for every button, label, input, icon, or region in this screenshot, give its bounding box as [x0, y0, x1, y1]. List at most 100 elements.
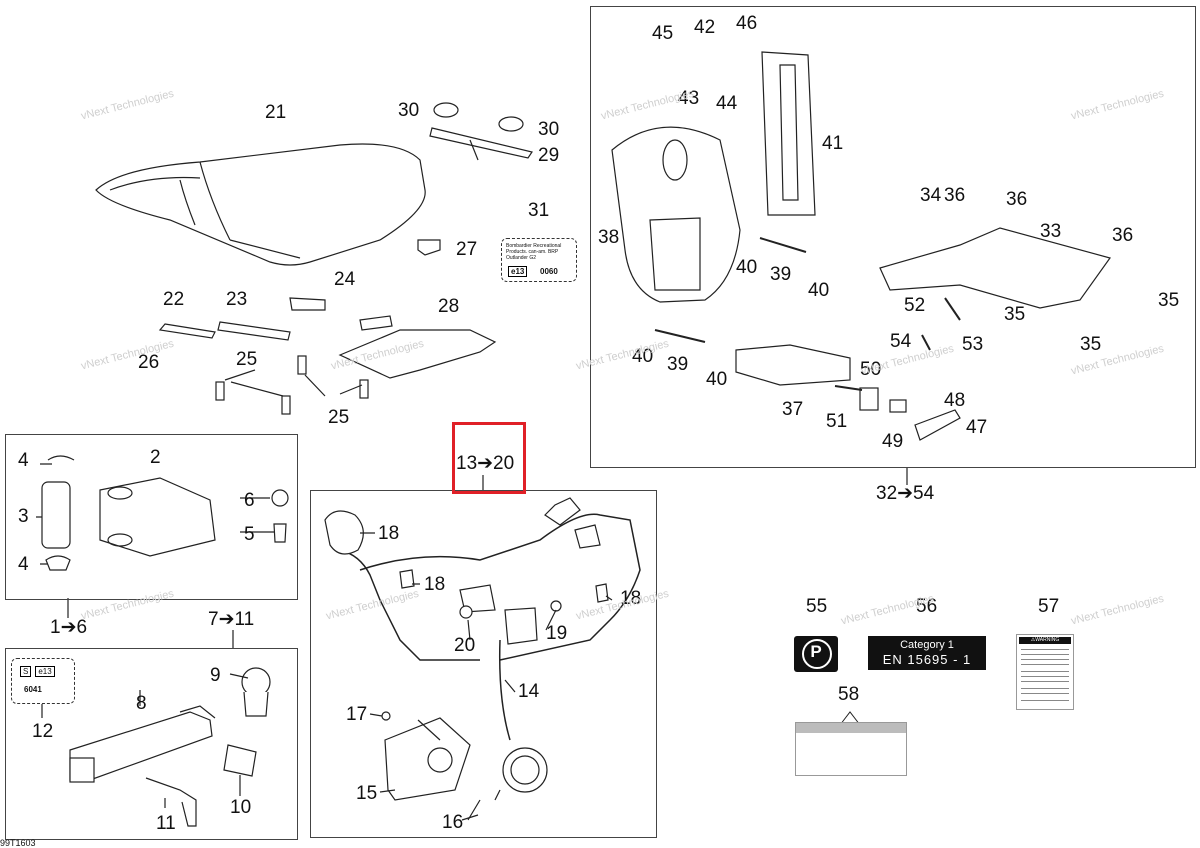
- callout-54: 54: [890, 331, 912, 352]
- group-box-13-20: [310, 490, 657, 838]
- callout-6: 6: [244, 490, 255, 511]
- figure-caption: 99T1603: [0, 838, 36, 848]
- clip-27: [417, 239, 441, 256]
- pin-11: [145, 777, 197, 827]
- parking-symbol: P: [810, 642, 822, 661]
- backrest-38: [611, 126, 741, 303]
- callout-5: 5: [244, 524, 255, 545]
- callout-47: 47: [966, 417, 988, 438]
- clip-4b: [45, 555, 71, 571]
- callout-48: 48: [944, 390, 966, 411]
- callout-33: 33: [1040, 221, 1062, 242]
- callout-51: 51: [826, 411, 848, 432]
- callout-26: 26: [138, 352, 160, 373]
- callout-16: 16: [442, 812, 464, 833]
- callout-53: 53: [962, 334, 984, 355]
- decal-12-number: 6041: [24, 685, 42, 694]
- group-label-7-11: 7➔11: [208, 609, 255, 630]
- callout-50: 50: [860, 359, 882, 380]
- callout-35: 35: [1080, 334, 1102, 355]
- callout-4: 4: [18, 450, 29, 471]
- callout-18: 18: [424, 574, 446, 595]
- callout-3: 3: [18, 506, 29, 527]
- callout-10: 10: [230, 797, 252, 818]
- callout-37: 37: [782, 399, 804, 420]
- callout-14: 14: [518, 681, 540, 702]
- seat-part: [95, 143, 426, 266]
- bracket-24b: [359, 315, 393, 331]
- decal-12-code-b: e13: [35, 666, 55, 677]
- clip-18b: [399, 569, 415, 589]
- callout-44: 44: [716, 93, 738, 114]
- callout-4: 4: [18, 554, 29, 575]
- group-label-32-54: 32➔54: [876, 483, 935, 504]
- decal-55-parking-icon: P: [794, 636, 838, 672]
- bolt-5: [273, 523, 287, 543]
- group-box-32-54: [590, 6, 1196, 468]
- callout-25: 25: [236, 349, 258, 370]
- callout-38: 38: [598, 227, 620, 248]
- decal-56: Category 1 EN 15695 - 1: [868, 636, 986, 670]
- group-label-13-20: 13➔20: [456, 453, 515, 474]
- callout-49: 49: [882, 431, 904, 452]
- decal-12-code-a: S: [20, 666, 32, 677]
- decal-31-text: Bombardier Recreational Products. can-am…: [506, 243, 562, 261]
- callout-23: 23: [226, 289, 248, 310]
- callout-43: 43: [678, 88, 700, 109]
- callout-42: 42: [694, 17, 716, 38]
- callout-15: 15: [356, 783, 378, 804]
- label-10: [223, 744, 257, 777]
- callout-41: 41: [822, 133, 844, 154]
- group-box-1-6: [5, 434, 298, 600]
- callout-11: 11: [156, 813, 176, 834]
- decal-56-line2: EN 15695 - 1: [882, 652, 972, 667]
- bracket-22: [158, 323, 216, 339]
- decal-58: [795, 722, 907, 776]
- callout-21: 21: [265, 102, 287, 123]
- decal-57-header: ⚠WARNING: [1019, 637, 1071, 644]
- callout-27: 27: [456, 239, 478, 260]
- callout-34: 34: [920, 185, 942, 206]
- callout-40: 40: [808, 280, 830, 301]
- callout-58: 58: [838, 684, 860, 705]
- callout-18: 18: [620, 588, 642, 609]
- callout-17: 17: [346, 704, 368, 725]
- callout-40: 40: [736, 257, 758, 278]
- callout-40: 40: [632, 346, 654, 367]
- callout-56: 56: [916, 596, 938, 617]
- callout-57: 57: [1038, 596, 1060, 617]
- plate-37: [735, 344, 851, 386]
- callout-8: 8: [136, 693, 147, 714]
- group-label-1-6: 1➔6: [50, 617, 88, 638]
- nut-30b: [498, 116, 524, 132]
- callout-29: 29: [538, 145, 560, 166]
- nut-6: [271, 489, 289, 507]
- decal-31-number: 0060: [540, 267, 558, 276]
- pin-3: [41, 481, 71, 549]
- nut-30a: [433, 102, 459, 118]
- callout-30: 30: [398, 100, 420, 121]
- bracket-23: [217, 321, 291, 341]
- callout-9: 9: [210, 665, 221, 686]
- callout-31: 31: [528, 200, 550, 221]
- callout-24: 24: [334, 269, 356, 290]
- decal-56-line1: Category 1: [900, 639, 954, 651]
- callout-35: 35: [1158, 290, 1180, 311]
- callout-36: 36: [944, 185, 966, 206]
- socket-14: [502, 747, 548, 793]
- bracket-24a: [289, 297, 326, 311]
- shield-28: [338, 329, 497, 379]
- group-box-7-11: [5, 648, 298, 840]
- decal-31-code: e13: [508, 266, 528, 277]
- callout-39: 39: [667, 354, 689, 375]
- callout-35: 35: [1004, 304, 1026, 325]
- callout-39: 39: [770, 264, 792, 285]
- callout-18: 18: [378, 523, 400, 544]
- callout-36: 36: [1006, 189, 1028, 210]
- callout-36: 36: [1112, 225, 1134, 246]
- highlight-box-13-20: [452, 422, 526, 494]
- callout-45: 45: [652, 23, 674, 44]
